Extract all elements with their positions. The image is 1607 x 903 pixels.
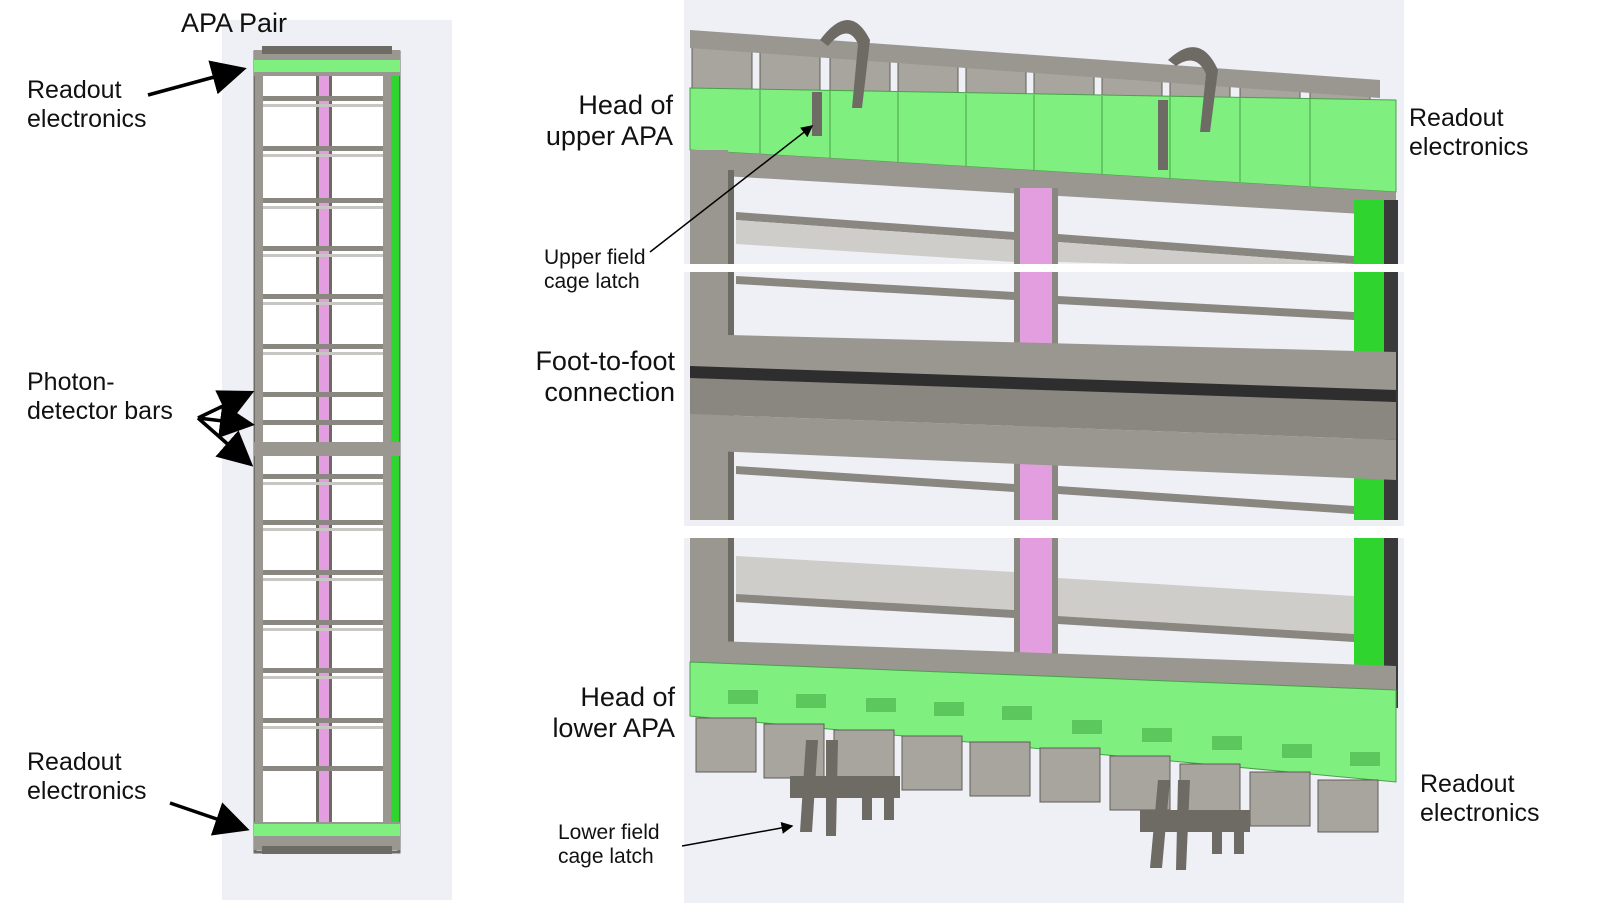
arrow-readout-top-left <box>147 60 247 97</box>
readout-bottom-right-line2: electronics <box>1420 798 1540 827</box>
apa-pair-drawing <box>222 20 452 900</box>
head-lower-line1: Head of <box>580 682 675 712</box>
foot-to-foot-connection-label: Foot-to-foot connection <box>509 346 675 408</box>
readout-electronics-label-bottom-left: Readout electronics <box>27 748 147 806</box>
upper-latch-line2: cage latch <box>544 270 640 294</box>
head-of-lower-apa-label: Head of lower APA <box>533 682 675 744</box>
apa-zoom-drawing <box>684 0 1414 903</box>
upper-field-cage-latch-label: Upper field cage latch <box>544 246 646 294</box>
readout-bottom-left-line2: electronics <box>27 776 147 805</box>
readout-electronics-label-top-right: Readout electronics <box>1409 104 1529 162</box>
readout-top-right-line1: Readout <box>1409 104 1504 132</box>
head-lower-line2: lower APA <box>552 713 675 744</box>
foot-line1: Foot-to-foot <box>535 346 675 376</box>
arrow-readout-bottom-left <box>169 801 250 836</box>
arrow-photon-3 <box>196 416 254 467</box>
photon-line2: detector bars <box>27 396 173 425</box>
head-upper-line2: upper APA <box>545 121 673 152</box>
readout-bottom-left-line1: Readout <box>27 748 122 776</box>
readout-top-left-line1: Readout <box>27 76 122 104</box>
upper-latch-line1: Upper field <box>544 246 646 269</box>
apa-pair-title: APA Pair <box>181 8 288 38</box>
photon-line1: Photon- <box>27 368 115 396</box>
lower-latch-line1: Lower field <box>558 821 660 844</box>
head-upper-line1: Head of <box>578 90 673 120</box>
readout-top-left-line2: electronics <box>27 104 147 133</box>
photon-detector-bars-label: Photon- detector bars <box>27 368 173 426</box>
lower-latch-line2: cage latch <box>558 845 654 869</box>
arrow-lower-latch <box>681 821 794 847</box>
head-of-upper-apa-label: Head of upper APA <box>533 90 673 152</box>
arrow-photon-2 <box>197 403 255 439</box>
readout-electronics-label-top-left: Readout electronics <box>27 76 147 134</box>
lower-field-cage-latch-label: Lower field cage latch <box>558 821 660 869</box>
readout-top-right-line2: electronics <box>1409 132 1529 161</box>
arrow-upper-latch <box>649 125 814 253</box>
readout-electronics-label-bottom-right: Readout electronics <box>1420 770 1540 828</box>
foot-line2: connection <box>544 377 675 408</box>
readout-bottom-right-line1: Readout <box>1420 770 1515 798</box>
